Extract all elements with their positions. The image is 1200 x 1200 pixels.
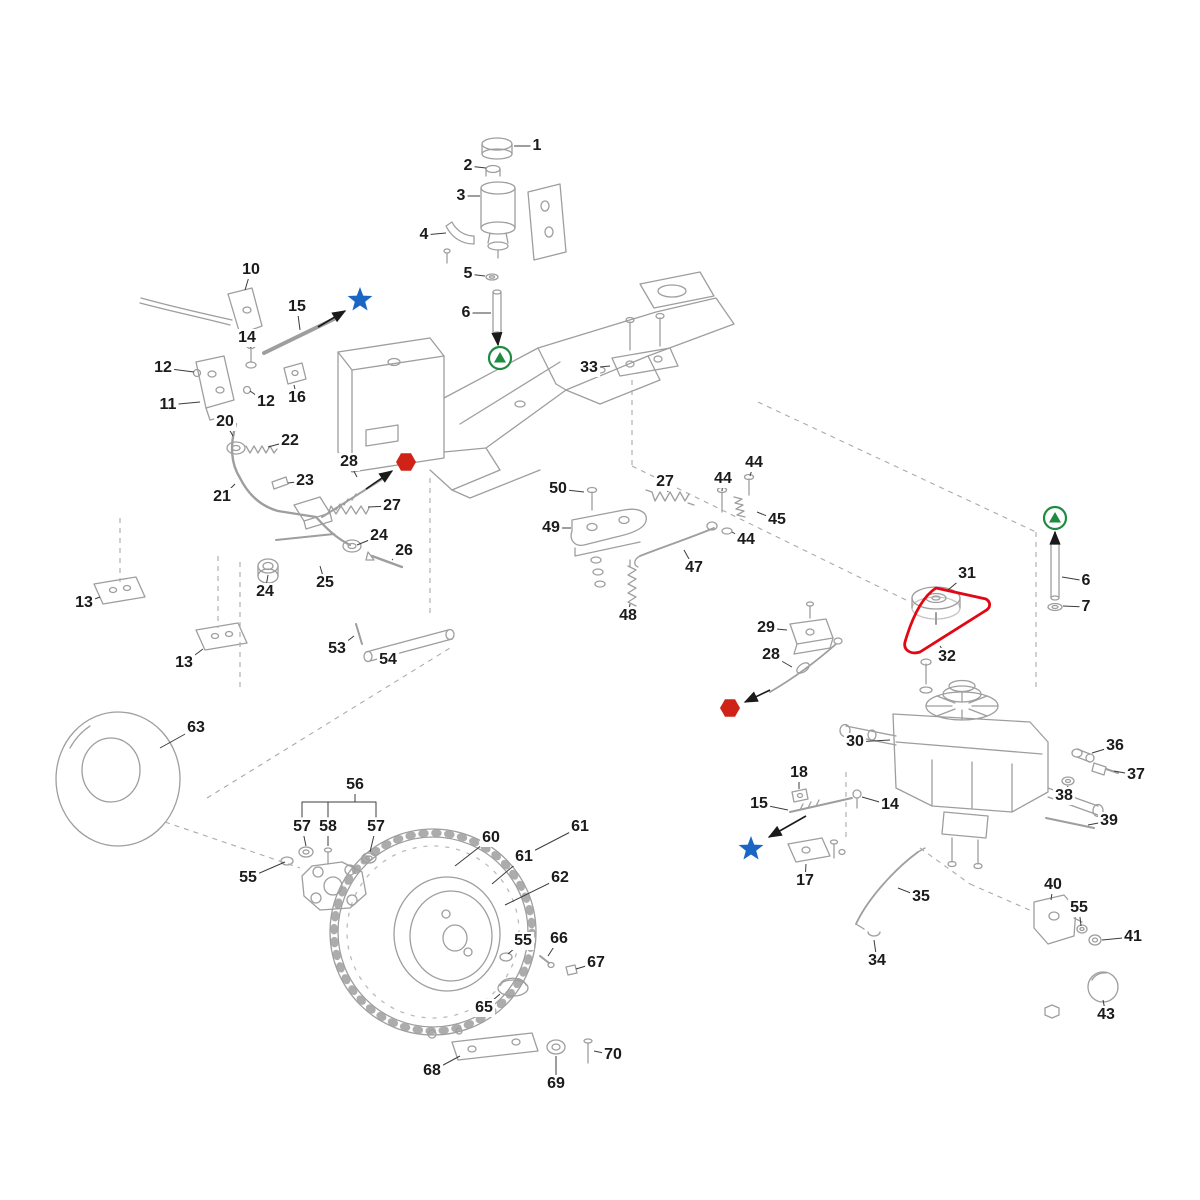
part-group-clutch-cable	[769, 601, 843, 693]
leader-line	[765, 627, 788, 631]
part-group-hub-56	[280, 792, 377, 911]
green-triangle-icon	[1049, 512, 1061, 523]
leader-line	[557, 488, 585, 493]
leader-line	[301, 826, 307, 847]
leader-line	[547, 938, 560, 957]
leader-line	[167, 401, 201, 406]
part-group-hub-right	[1033, 894, 1119, 1019]
leader-line	[183, 648, 204, 664]
leader-line	[1078, 907, 1082, 927]
part-group-pulley-31	[911, 586, 961, 625]
part-group-shaft-6-right	[1047, 539, 1063, 612]
leader-line	[756, 511, 778, 521]
leader-line	[319, 565, 326, 584]
part-group-brake-linkage	[570, 473, 755, 607]
blue-star-marker	[347, 287, 373, 311]
leader-line	[593, 1050, 614, 1056]
leader-line	[296, 306, 301, 331]
leader-line	[804, 863, 807, 882]
leader-line	[287, 480, 306, 484]
leader-line	[431, 1055, 461, 1072]
leader-line	[83, 596, 101, 604]
leader-line	[391, 550, 405, 561]
direction-arrows	[317, 310, 1061, 838]
leader-line	[249, 390, 267, 403]
leader-line	[267, 440, 291, 448]
leader-line	[664, 481, 669, 493]
red-hexagon-marker	[720, 699, 740, 717]
leader-line	[244, 269, 252, 291]
symbol-markers	[347, 287, 1068, 860]
red-hexagon-marker	[396, 453, 416, 471]
leader-line	[162, 367, 195, 373]
green-triangle-icon	[494, 352, 506, 363]
leader-line	[221, 483, 236, 498]
leader-line	[575, 962, 597, 970]
leader-line	[1062, 605, 1087, 608]
leader-line	[507, 940, 524, 955]
part-group-chassis-frame	[337, 183, 735, 499]
leader-line	[873, 939, 878, 962]
part-group-rod-54	[355, 623, 455, 663]
leader-line	[247, 861, 286, 879]
leader-line	[947, 573, 968, 591]
leader-line	[1061, 576, 1087, 582]
blue-star-marker	[738, 836, 764, 860]
part-group-bracket-33	[611, 312, 679, 377]
leader-line	[519, 826, 581, 859]
leader-line	[356, 535, 380, 546]
part-group-transaxle-30	[839, 658, 1104, 870]
part-group-shift-lever	[139, 287, 336, 421]
leader-line	[939, 645, 948, 658]
part-group-fittings	[1045, 748, 1119, 829]
part-group-pedal-assembly	[226, 422, 404, 584]
leader-line	[627, 603, 631, 617]
leader-line	[897, 887, 922, 898]
leader-line	[293, 384, 298, 399]
leader-line	[588, 365, 611, 369]
leader-line	[224, 421, 234, 437]
leader-line	[758, 803, 789, 811]
leader-line	[721, 478, 724, 492]
drive-belt-highlight	[903, 586, 992, 655]
leader-line	[683, 549, 695, 569]
leader-line	[367, 505, 393, 508]
part-group-reservoir-tank	[443, 137, 516, 337]
part-group-wheel-60	[329, 828, 593, 1064]
leader-line	[749, 462, 755, 477]
leader-line	[731, 531, 747, 541]
leader-line	[159, 727, 197, 749]
leader-line	[1091, 745, 1116, 754]
leader-line	[467, 273, 486, 277]
part-group-inner-tube-63	[55, 711, 181, 847]
part-group-lower-links	[787, 788, 926, 937]
leader-line	[336, 635, 355, 650]
leader-line	[467, 165, 487, 169]
leader-line	[1087, 820, 1110, 826]
leader-line	[770, 654, 793, 668]
construction-dashed-lines	[119, 380, 1037, 913]
leader-line	[861, 796, 891, 806]
leader-line	[1101, 936, 1134, 941]
leader-line	[423, 232, 447, 236]
part-group-plates-13	[93, 576, 248, 651]
